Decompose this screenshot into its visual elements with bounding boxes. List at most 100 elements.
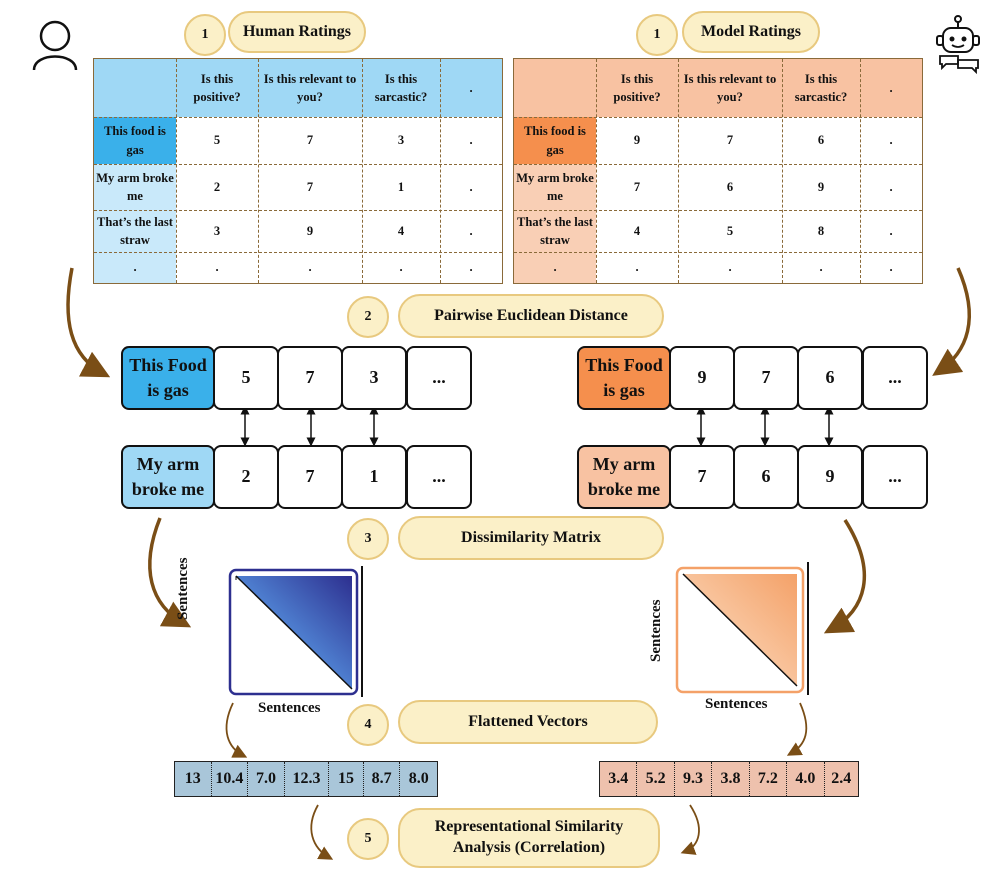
human-table-value-cell: 4	[397, 223, 405, 238]
model-vector-cell: 5.2	[637, 762, 675, 796]
model-table-value-cell: .	[889, 133, 893, 148]
human-pair-top-value-box: 5	[213, 346, 279, 410]
human-ratings-table: Is this positive? Is this relevant to you…	[93, 58, 503, 284]
human-table-header-cell: Is this relevant to you?	[263, 71, 357, 104]
model-pair-top-value-box: 9	[669, 346, 735, 410]
model-table-value-cell: 6	[726, 179, 734, 194]
model-table-row-label: This food is gas	[524, 124, 586, 157]
human-pair-bottom-value-box: ...	[406, 445, 472, 509]
model-pair-top-value-box: 7	[733, 346, 799, 410]
human-table-value-cell: .	[469, 179, 473, 194]
model-table-header-cell: Is this positive?	[613, 71, 661, 104]
step-2-badge: 2	[347, 296, 389, 338]
pairwise-distance-label: Pairwise Euclidean Distance	[398, 294, 664, 338]
human-pair-top-value-box: ...	[406, 346, 472, 410]
human-vector-cell: 15	[329, 762, 364, 796]
human-vector-cell: 8.7	[364, 762, 401, 796]
model-table-value-cell: .	[889, 223, 893, 238]
model-pair-bottom-value-box: ...	[862, 445, 928, 509]
human-table-value-cell: .	[469, 133, 473, 148]
model-vector-cell: 7.2	[750, 762, 788, 796]
human-vector-cell: 7.0	[248, 762, 285, 796]
human-table-value-cell: 5	[213, 133, 221, 148]
human-pair-bottom-label: My arm broke me	[121, 445, 215, 509]
model-pair-top-value-box: ...	[862, 346, 928, 410]
model-pair-top-label: This Food is gas	[577, 346, 671, 410]
arrow-model-pair-to-matrix	[823, 519, 867, 634]
human-matrix-y-label: Sentences	[175, 557, 191, 621]
human-table-row-label: This food is gas	[104, 124, 166, 157]
rsa-label: Representational Similarity Analysis (Co…	[398, 808, 660, 868]
model-table-header-cell: Is this sarcastic?	[794, 71, 848, 104]
human-table-value-cell: .	[469, 260, 473, 275]
step-1-badge-model: 1	[636, 14, 678, 56]
model-table-value-cell: .	[819, 260, 823, 275]
human-pair-top-label: This Food is gas	[121, 346, 215, 410]
human-pair-top-value-box: 3	[341, 346, 407, 410]
human-matrix-x-label: Sentences	[258, 700, 321, 716]
human-table-value-cell: 2	[213, 179, 221, 194]
human-table-row-label: My arm broke me	[96, 170, 174, 203]
human-table-header-cell: Is this positive?	[193, 71, 241, 104]
arrow-model-vector-to-rsa	[680, 804, 700, 855]
human-vector-cell: 13	[175, 762, 212, 796]
model-table-value-cell: .	[889, 179, 893, 194]
human-vector-cell: 8.0	[408, 770, 429, 787]
model-table-value-cell: .	[889, 260, 893, 275]
model-table-header-cell: Is this relevant to you?	[683, 71, 777, 104]
model-ratings-title: Model Ratings	[682, 11, 820, 53]
human-table-value-cell: .	[399, 260, 403, 275]
model-table-row-label: .	[553, 260, 557, 275]
model-pair-top-value-box: 6	[797, 346, 863, 410]
human-table-row-label: .	[133, 260, 137, 275]
human-ratings-title: Human Ratings	[228, 11, 366, 53]
human-table-value-cell: 7	[306, 179, 314, 194]
human-vector-cell: 10.4	[212, 762, 249, 796]
model-pair-bottom-value-box: 7	[669, 445, 735, 509]
model-table-value-cell: 6	[817, 133, 825, 148]
model-table-value-cell: 5	[726, 223, 734, 238]
model-table-value-cell: 7	[633, 179, 641, 194]
model-table-value-cell: .	[635, 260, 639, 275]
model-vector-cell: 9.3	[675, 762, 713, 796]
pairwise-arrows	[240, 405, 834, 447]
human-table-header-cell: Is this sarcastic?	[374, 71, 428, 104]
human-table-value-cell: 3	[397, 133, 405, 148]
model-table-value-cell: 9	[633, 133, 641, 148]
human-pair-bottom-value-box: 7	[277, 445, 343, 509]
human-table-value-cell: .	[469, 223, 473, 238]
human-pair-bottom-value-box: 2	[213, 445, 279, 509]
model-matrix-x-label: Sentences	[705, 696, 768, 712]
flattened-vectors-label: Flattened Vectors	[398, 700, 658, 744]
model-pair-bottom-value-box: 6	[733, 445, 799, 509]
model-vector-cell: 3.8	[712, 762, 750, 796]
model-table-row-label: That’s the last straw	[517, 214, 593, 247]
human-table-row-label: That’s the last straw	[97, 214, 173, 247]
arrow-model-table-to-pair	[932, 267, 972, 376]
model-table-value-cell: 7	[726, 133, 734, 148]
human-vector-cell: 12.3	[285, 762, 330, 796]
human-table-value-cell: 9	[306, 223, 314, 238]
model-table-row-label: My arm broke me	[516, 170, 594, 203]
human-table-value-cell: .	[215, 260, 219, 275]
model-table-value-cell: 4	[633, 223, 641, 238]
human-pair-bottom-value-box: 1	[341, 445, 407, 509]
model-table-value-cell: 9	[817, 179, 825, 194]
arrow-human-pair-to-matrix	[148, 517, 192, 628]
step-3-badge: 3	[347, 518, 389, 560]
model-pair-bottom-value-box: 9	[797, 445, 863, 509]
step-4-badge: 4	[347, 704, 389, 746]
human-table-value-cell: 1	[397, 179, 405, 194]
model-vector-cell: 4.0	[787, 762, 825, 796]
arrow-human-matrix-to-vector	[225, 702, 248, 758]
model-matrix-y-label: Sentences	[648, 599, 664, 663]
model-table-header-cell: .	[889, 80, 893, 95]
arrow-human-vector-to-rsa	[310, 804, 334, 860]
human-table-value-cell: 3	[213, 223, 221, 238]
model-vector-cell: 2.4	[831, 770, 852, 787]
model-table-value-cell: .	[728, 260, 732, 275]
model-table-value-cell: 8	[817, 223, 825, 238]
